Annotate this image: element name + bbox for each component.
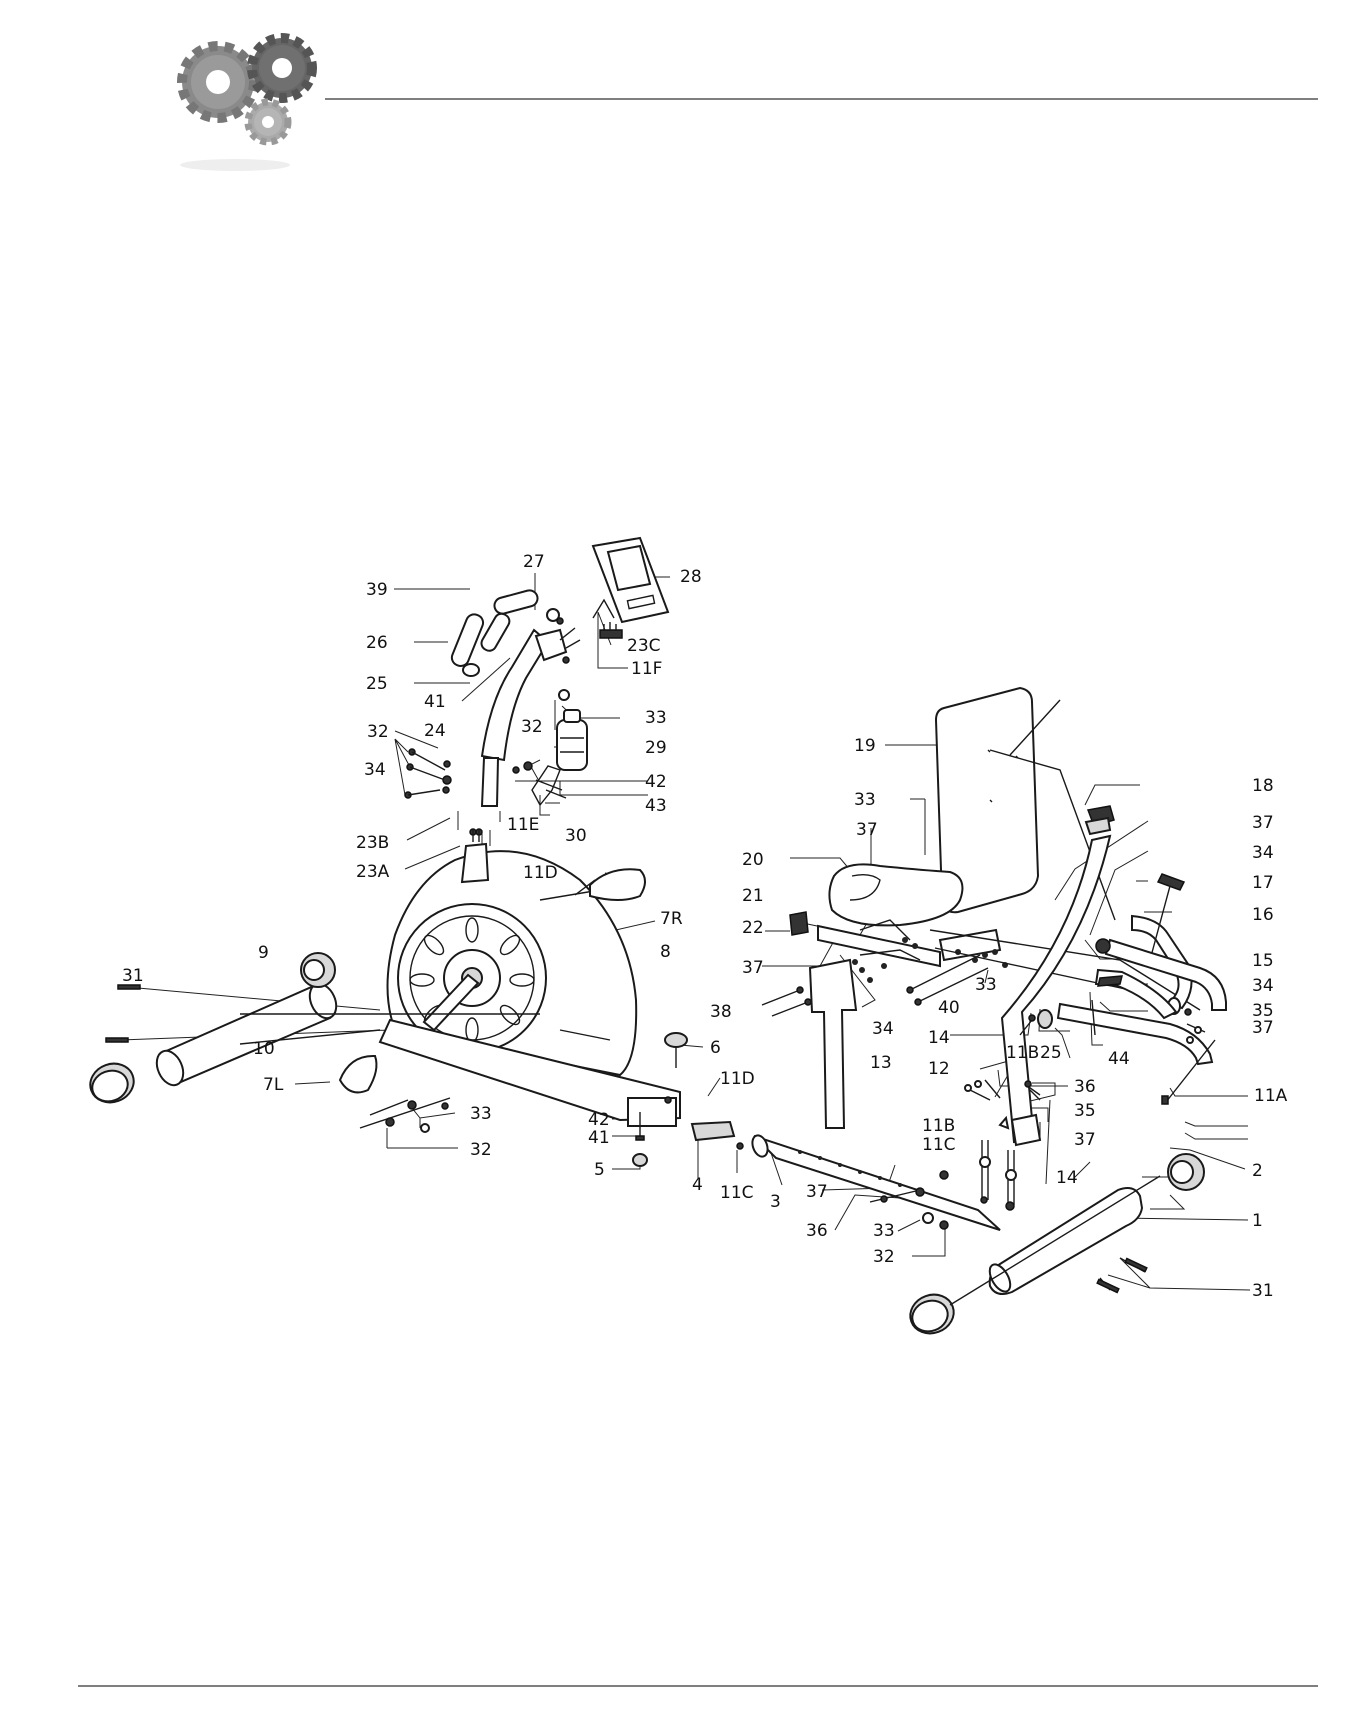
label-33: 33 [645, 708, 667, 728]
label-37-right: 37 [1252, 813, 1274, 833]
label-6: 6 [710, 1038, 721, 1058]
label-33-seat: 33 [854, 790, 876, 810]
label-32: 32 [521, 717, 543, 737]
label-41-base: 41 [588, 1128, 610, 1148]
label-36-rail: 36 [806, 1221, 828, 1241]
label-8: 8 [660, 942, 671, 962]
label-44: 44 [1108, 1049, 1130, 1069]
label-3: 3 [770, 1192, 781, 1212]
label-7L: 7L [263, 1075, 284, 1095]
label-11F: 11F [631, 659, 662, 679]
label-28: 28 [680, 567, 702, 587]
label-30: 30 [565, 826, 587, 846]
label-38: 38 [710, 1002, 732, 1022]
label-1: 1 [1252, 1211, 1263, 1231]
label-42-base: 42 [588, 1110, 610, 1130]
label-14-upper: 14 [928, 1028, 950, 1048]
label-25: 25 [366, 674, 388, 694]
label-2: 2 [1252, 1161, 1263, 1181]
seat-assembly [762, 688, 1200, 1128]
label-16: 16 [1252, 905, 1274, 925]
label-19: 19 [854, 736, 876, 756]
label-40: 40 [938, 998, 960, 1018]
label-11D-base: 11D [720, 1069, 755, 1089]
label-4: 4 [692, 1175, 703, 1195]
label-34-right: 34 [1252, 843, 1274, 863]
label-34-seat: 34 [872, 1019, 894, 1039]
part-labels: 39 27 28 26 23C 25 11F 41 33 32 24 29 32… [122, 552, 1288, 1301]
label-39: 39 [366, 580, 388, 600]
label-23C: 23C [627, 636, 661, 656]
leader-lines [120, 573, 1250, 1290]
label-26: 26 [366, 633, 388, 653]
label-32-rail: 32 [873, 1247, 895, 1267]
label-11E: 11E [507, 815, 539, 835]
label-41: 41 [424, 692, 446, 712]
label-7R: 7R [660, 909, 683, 929]
label-32-left: 32 [367, 722, 389, 742]
label-42: 42 [645, 772, 667, 792]
label-43: 43 [645, 796, 667, 816]
label-17: 17 [1252, 873, 1274, 893]
label-11B-upper: 11B [1006, 1043, 1039, 1063]
label-21: 21 [742, 886, 764, 906]
label-11A: 11A [1254, 1086, 1288, 1106]
label-11D: 11D [523, 863, 558, 883]
label-20: 20 [742, 850, 764, 870]
label-23A: 23A [356, 862, 390, 882]
label-14-lower: 14 [1056, 1168, 1078, 1188]
label-9: 9 [258, 943, 269, 963]
label-25-upright: 25 [1040, 1043, 1062, 1063]
label-15: 15 [1252, 951, 1274, 971]
label-37-lower: 37 [1074, 1130, 1096, 1150]
label-34: 34 [364, 760, 386, 780]
label-12: 12 [928, 1059, 950, 1079]
label-33-rail: 33 [873, 1221, 895, 1241]
label-10: 10 [253, 1039, 275, 1059]
label-22: 22 [742, 918, 764, 938]
gears-logo-icon [180, 38, 312, 171]
label-18: 18 [1252, 776, 1274, 796]
label-37-rail: 37 [806, 1182, 828, 1202]
label-11C-base: 11C [720, 1183, 754, 1203]
label-31-left: 31 [122, 966, 144, 986]
label-11C-lower: 11C [922, 1135, 956, 1155]
label-13: 13 [870, 1053, 892, 1073]
label-23B: 23B [356, 833, 389, 853]
label-29: 29 [645, 738, 667, 758]
label-37-seat: 37 [856, 820, 878, 840]
label-11B-lower: 11B [922, 1116, 955, 1136]
label-35-lower: 35 [1074, 1101, 1096, 1121]
label-5: 5 [594, 1160, 605, 1180]
label-33-base: 33 [470, 1104, 492, 1124]
label-33-bracket: 33 [975, 975, 997, 995]
label-37-bracket: 37 [742, 958, 764, 978]
console-assembly [405, 538, 668, 842]
label-36-upper: 36 [1074, 1077, 1096, 1097]
label-37-handle: 37 [1252, 1018, 1274, 1038]
label-32-base: 32 [470, 1140, 492, 1160]
label-31-right: 31 [1252, 1281, 1274, 1301]
label-34-handle: 34 [1252, 976, 1274, 996]
label-27: 27 [523, 552, 545, 572]
label-24: 24 [424, 721, 446, 741]
